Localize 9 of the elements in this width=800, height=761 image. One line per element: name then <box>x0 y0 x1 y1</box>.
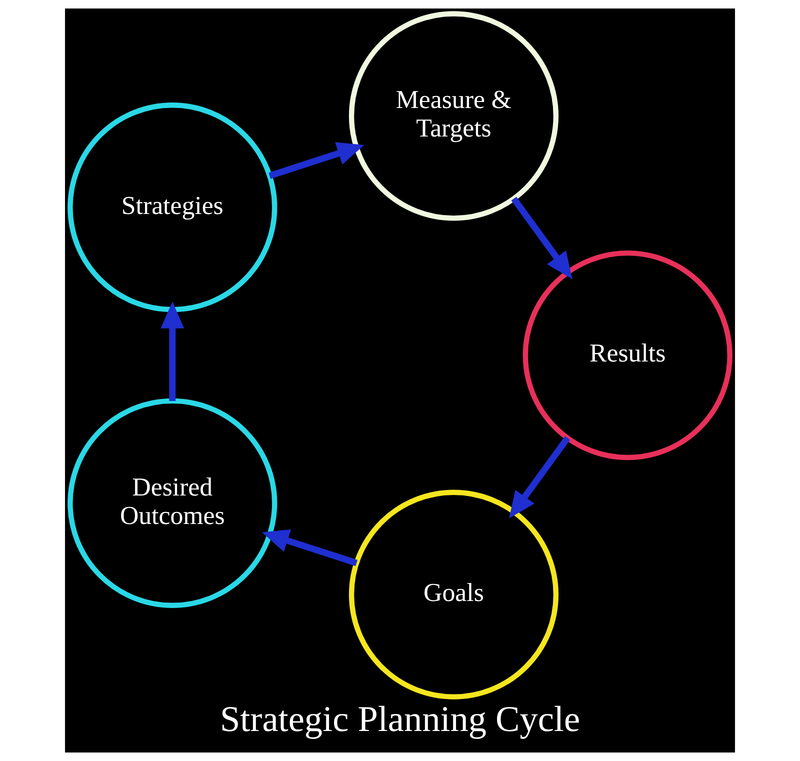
arrow <box>509 436 570 518</box>
arrow <box>268 142 364 179</box>
node-circle: Desired Outcomes <box>68 398 278 608</box>
arrow <box>511 196 572 280</box>
node-circle: Strategies <box>68 102 278 312</box>
node-circle: Measure & Targets <box>348 11 559 221</box>
arrow <box>262 529 358 566</box>
diagram-title: Strategic Planning Cycle <box>220 698 580 739</box>
arrow <box>160 302 184 401</box>
